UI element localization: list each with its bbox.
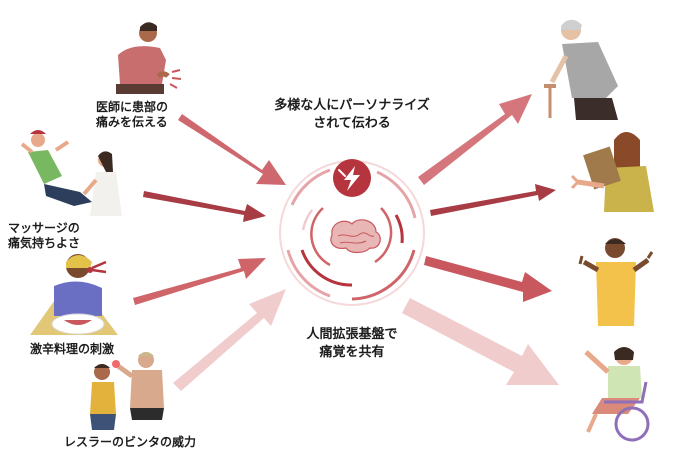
arrow-out-3 — [424, 256, 552, 302]
spicy-food-illustration — [30, 254, 118, 335]
arrow-in-3 — [133, 258, 266, 305]
share-pain-caption: 人間拡張基盤で 痛覚を共有 — [306, 327, 398, 360]
source-label-wrestler: レスラーのビンタの威力 — [64, 435, 197, 449]
arrow-in-2 — [143, 191, 266, 222]
elderly-person-illustration — [544, 19, 618, 120]
source-label-massage: マッサージの 痛気持ちよさ — [8, 221, 81, 250]
arrow-in-1 — [178, 114, 286, 185]
doctor-patient-illustration — [116, 22, 182, 94]
source-label-spicy-food: 激辛料理の刺激 — [30, 342, 115, 356]
brain-icon — [330, 219, 381, 254]
massage-illustration — [20, 130, 122, 216]
arrow-in-4 — [173, 289, 286, 391]
arrow-out-2 — [430, 184, 556, 216]
cheering-person-illustration — [578, 238, 654, 326]
clipboard-woman-illustration — [570, 132, 654, 212]
wheelchair-user-illustration — [584, 347, 650, 442]
personalize-caption: 多様な人にパーソナライズ されて伝わる — [274, 98, 430, 131]
arrow-out-1 — [418, 94, 532, 185]
source-label-doctor: 医師に患部の 痛みを伝える — [96, 100, 169, 129]
wrestler-slap-illustration — [90, 352, 164, 430]
arrow-out-4 — [402, 298, 559, 385]
lightning-icon — [333, 159, 371, 197]
